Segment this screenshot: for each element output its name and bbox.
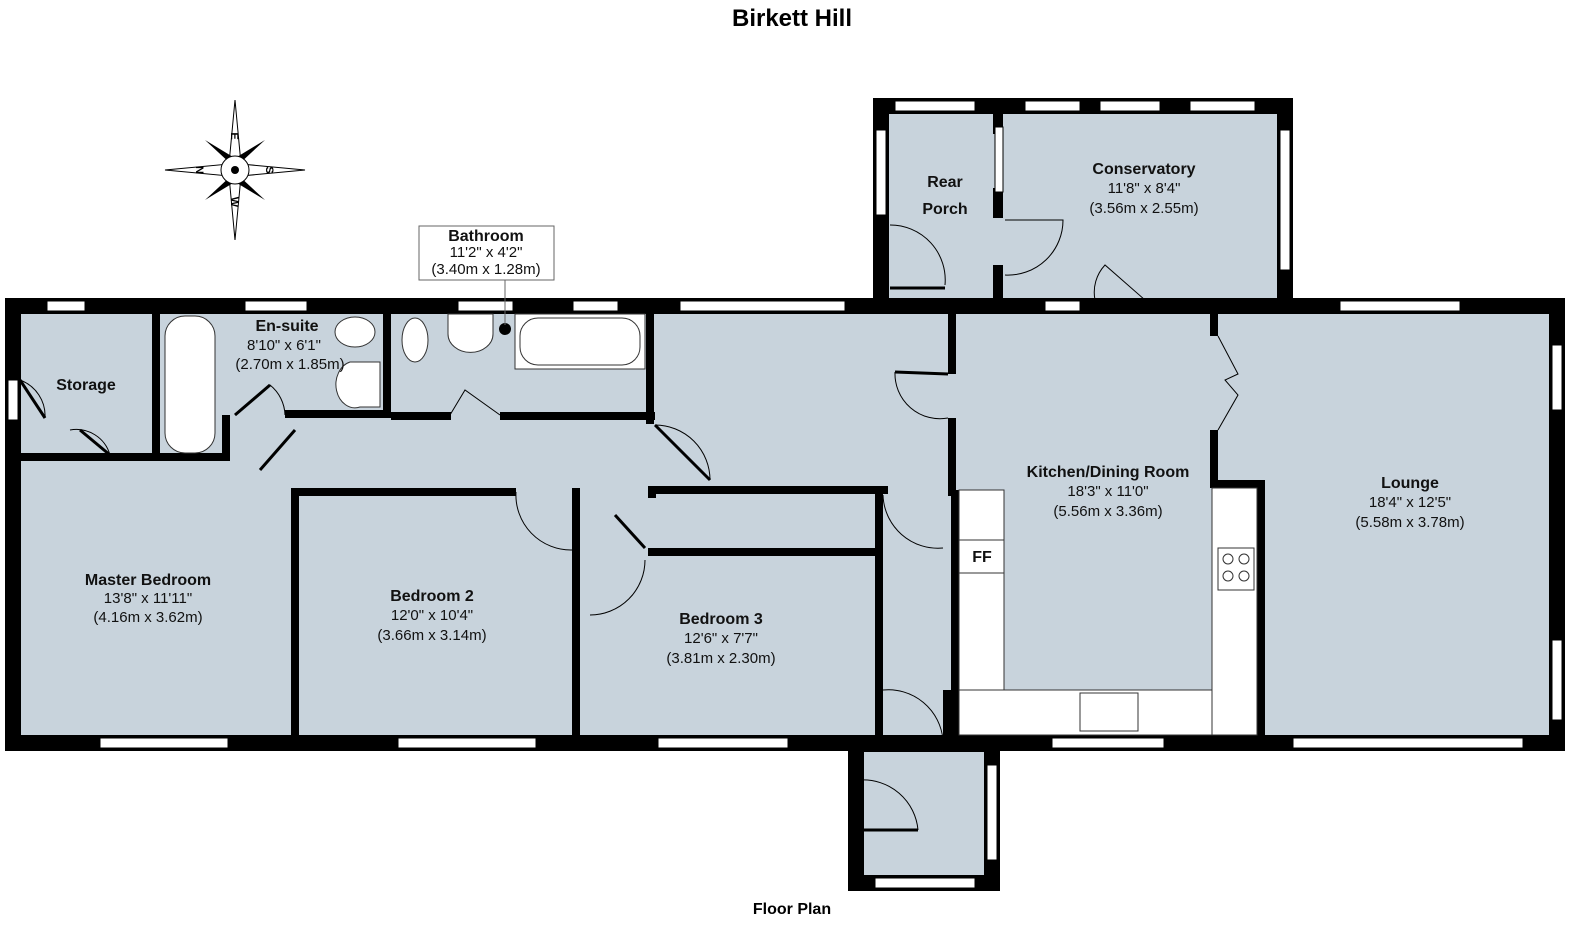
bedroom3-metric: (3.81m x 2.30m) — [666, 650, 775, 667]
sink-icon — [1079, 692, 1139, 732]
fixtures: FF — [164, 313, 1258, 736]
kitchen-metric: (5.56m x 3.36m) — [1053, 503, 1162, 520]
fridge-freezer-label: FF — [972, 549, 992, 566]
rear-porch-name-2: Porch — [922, 201, 967, 218]
ensuite-name: En-suite — [255, 318, 318, 335]
compass-east: E — [228, 132, 240, 139]
windows — [7, 100, 1563, 889]
plan-title: Birkett Hill — [732, 5, 852, 32]
conservatory-metric: (3.56m x 2.55m) — [1089, 200, 1198, 217]
master-metric: (4.16m x 3.62m) — [93, 609, 202, 626]
compass-south: S — [263, 166, 275, 173]
rear-porch-name-1: Rear — [927, 174, 963, 191]
ensuite-toilet-icon — [334, 316, 376, 348]
bathroom-imperial: 11'2" x 4'2" — [450, 244, 523, 261]
bathroom-basin-icon — [447, 313, 494, 353]
hob-icon — [1217, 547, 1255, 591]
lounge-imperial: 18'4" x 12'5" — [1369, 494, 1451, 511]
kitchen-imperial: 18'3" x 11'0" — [1067, 483, 1148, 500]
storage-name: Storage — [56, 377, 116, 394]
ensuite-bath-icon — [164, 315, 216, 454]
bathroom-pipe-icon — [499, 323, 511, 335]
compass-icon: E S W N — [164, 99, 306, 241]
kitchen-name: Kitchen/Dining Room — [1027, 464, 1190, 481]
master-imperial: 13'8" x 11'11" — [104, 590, 192, 607]
bathroom-name: Bathroom — [448, 228, 524, 245]
floor-plan-caption: Floor Plan — [753, 901, 831, 918]
bedroom3-imperial: 12'6" x 7'7" — [684, 630, 758, 647]
master-name: Master Bedroom — [85, 572, 211, 589]
bedroom2-name: Bedroom 2 — [390, 588, 474, 605]
bedroom2-imperial: 12'0" x 10'4" — [391, 607, 473, 624]
ensuite-metric: (2.70m x 1.85m) — [235, 356, 344, 373]
conservatory-name: Conservatory — [1092, 161, 1195, 178]
lounge-name: Lounge — [1381, 475, 1439, 492]
ensuite-imperial: 8'10" x 6'1" — [247, 337, 321, 354]
conservatory-imperial: 11'8" x 8'4" — [1108, 180, 1181, 197]
bedroom3-name: Bedroom 3 — [679, 611, 763, 628]
bathroom-metric: (3.40m x 1.28m) — [431, 261, 540, 278]
compass-north: N — [193, 166, 205, 174]
bathroom-label-box — [418, 225, 555, 281]
floor-areas — [5, 100, 1565, 890]
compass-west: W — [228, 197, 240, 208]
ensuite-basin-icon — [335, 361, 381, 409]
bathroom-toilet-icon — [401, 317, 429, 363]
doors — [18, 219, 1239, 832]
bedroom2-metric: (3.66m x 3.14m) — [377, 627, 486, 644]
lounge-metric: (5.58m x 3.78m) — [1355, 514, 1464, 531]
room-labels: Bathroom 11'2" x 4'2" (3.40m x 1.28m) St… — [56, 161, 1464, 667]
